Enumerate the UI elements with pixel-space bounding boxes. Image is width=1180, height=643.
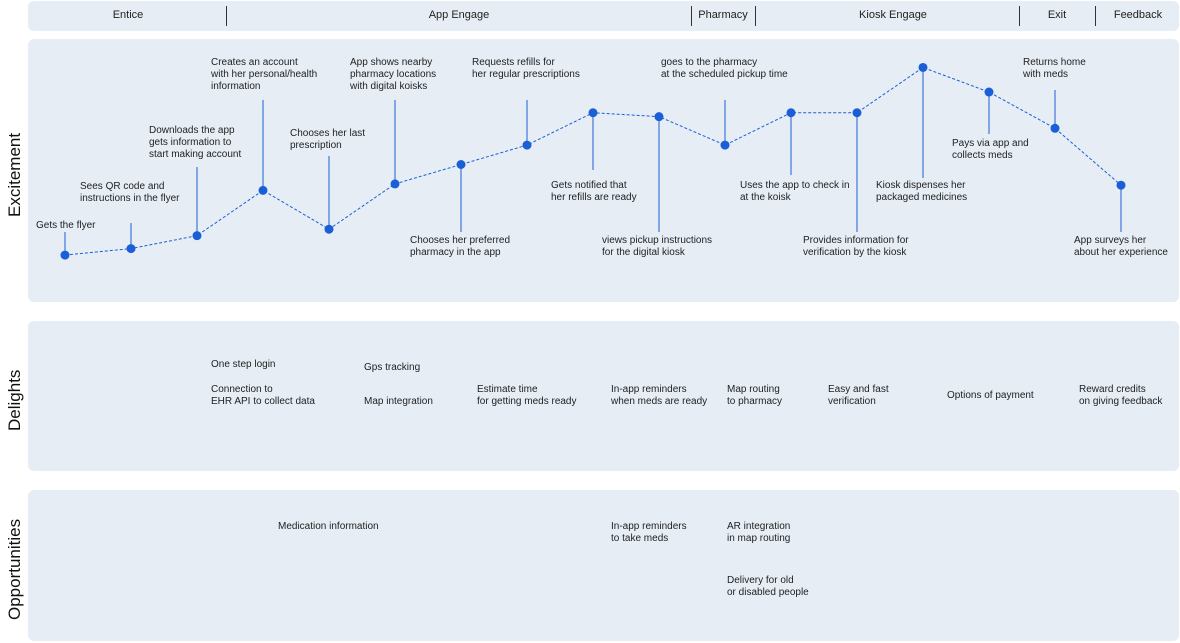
excitement-point — [1116, 180, 1126, 190]
delight-item: Reward credits on giving feedback — [1079, 384, 1163, 407]
delights-panel — [28, 321, 1179, 471]
step-label: Chooses her preferred pharmacy in the ap… — [410, 235, 511, 258]
phase-divider — [1019, 6, 1020, 26]
opportunity-item: Medication information — [278, 521, 379, 532]
opportunity-item: AR integration in map routing — [727, 521, 791, 544]
step-label: Gets notified that her refills are ready — [551, 180, 637, 203]
excitement-point — [456, 160, 466, 169]
step-label: Uses the app to check in at the koisk — [740, 180, 850, 203]
step-label: Requests refills for her regular prescri… — [472, 57, 580, 80]
step-label: Kiosk dispenses her packaged medicines — [876, 180, 968, 203]
delight-item: Connection to EHR API to collect data — [211, 384, 315, 407]
excitement-point — [390, 179, 400, 189]
phase-header-bar — [28, 1, 1179, 31]
excitement-panel — [28, 39, 1179, 302]
delight-item: Estimate time for getting meds ready — [477, 384, 577, 407]
excitement-point — [852, 108, 862, 118]
phase-pharmacy: Pharmacy — [698, 9, 748, 21]
excitement-point — [720, 140, 730, 150]
opportunity-item: In-app reminders to take meds — [611, 521, 687, 544]
step-label: Gets the flyer — [36, 220, 96, 231]
step-label: goes to the pharmacy at the scheduled pi… — [661, 57, 788, 80]
phase-app-engage: App Engage — [428, 9, 490, 21]
excitement-point — [1050, 123, 1060, 133]
step-label: views pickup instructions for the digita… — [602, 235, 713, 258]
excitement-point — [588, 108, 598, 118]
step-label: App surveys her about her experience — [1074, 235, 1168, 258]
step-label: Provides information for verification by… — [803, 235, 909, 258]
step-label: Returns home with meds — [1023, 57, 1086, 80]
delight-item: Gps tracking — [364, 362, 421, 373]
phase-feedback: Feedback — [1113, 9, 1163, 21]
delight-item: Easy and fast verification — [828, 384, 889, 407]
phase-kiosk-engage: Kiosk Engage — [859, 9, 927, 21]
delight-item: One step login — [211, 359, 276, 370]
delight-item: Options of payment — [947, 390, 1034, 401]
excitement-point — [60, 250, 70, 260]
delight-item: Map integration — [364, 396, 433, 407]
excitement-point — [126, 244, 136, 254]
phase-exit: Exit — [1047, 9, 1067, 21]
opportunities-panel — [28, 490, 1179, 641]
step-label: Chooses her last prescription — [290, 128, 366, 151]
opportunity-item: Delivery for old or disabled people — [727, 575, 809, 598]
phase-divider — [226, 6, 227, 26]
step-label: Pays via app and collects meds — [952, 138, 1029, 161]
excitement-point — [324, 224, 334, 234]
phase-entice: Entice — [112, 9, 144, 21]
step-label: Creates an account with her personal/hea… — [211, 57, 318, 92]
step-label: App shows nearby pharmacy locations with… — [350, 57, 437, 92]
step-label: Downloads the app gets information to st… — [149, 125, 242, 160]
excitement-point — [984, 87, 994, 97]
excitement-point — [258, 185, 268, 195]
leader-lines — [64, 67, 1122, 256]
excitement-points — [60, 62, 1126, 260]
excitement-point — [654, 112, 664, 122]
phase-divider — [1095, 6, 1096, 26]
delight-item: Map routing to pharmacy — [727, 384, 783, 407]
excitement-point — [918, 62, 928, 72]
excitement-point — [786, 108, 796, 118]
excitement-point — [192, 231, 202, 241]
step-label: Sees QR code and instructions in the fly… — [80, 181, 180, 204]
delight-item: In-app reminders when meds are ready — [611, 384, 708, 407]
phase-divider — [691, 6, 692, 26]
phase-divider — [755, 6, 756, 26]
excitement-point — [522, 140, 532, 150]
